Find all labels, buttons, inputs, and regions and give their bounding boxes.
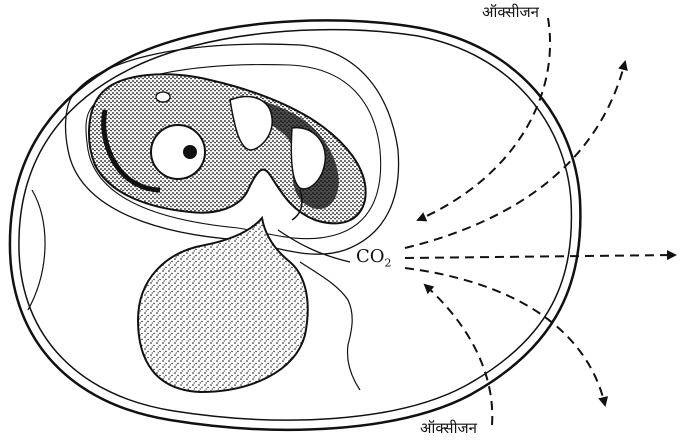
- gas-arrows: [405, 18, 675, 425]
- allantois-membrane: [300, 262, 360, 390]
- label-oxygen-top: ऑक्सीजन: [482, 2, 539, 22]
- yolk-sac: [138, 218, 308, 392]
- shell-membrane-left: [28, 190, 45, 310]
- label-co2-main: CO: [356, 246, 385, 267]
- allantois-stalk: [278, 230, 350, 262]
- arrow-co2-out-lower: [405, 268, 605, 405]
- egg-shell: [10, 20, 580, 429]
- arrow-co2-out-upper: [405, 62, 625, 248]
- arrow-co2-out-right: [405, 255, 675, 258]
- label-co2-subscript: 2: [385, 257, 392, 270]
- embryo-eye: [151, 125, 205, 179]
- label-oxygen-bottom: ऑक्सीजन: [420, 418, 477, 438]
- label-co2: CO2: [356, 246, 392, 270]
- arrow-oxygen-in-bottom: [425, 285, 492, 425]
- embryo-ear: [156, 92, 170, 102]
